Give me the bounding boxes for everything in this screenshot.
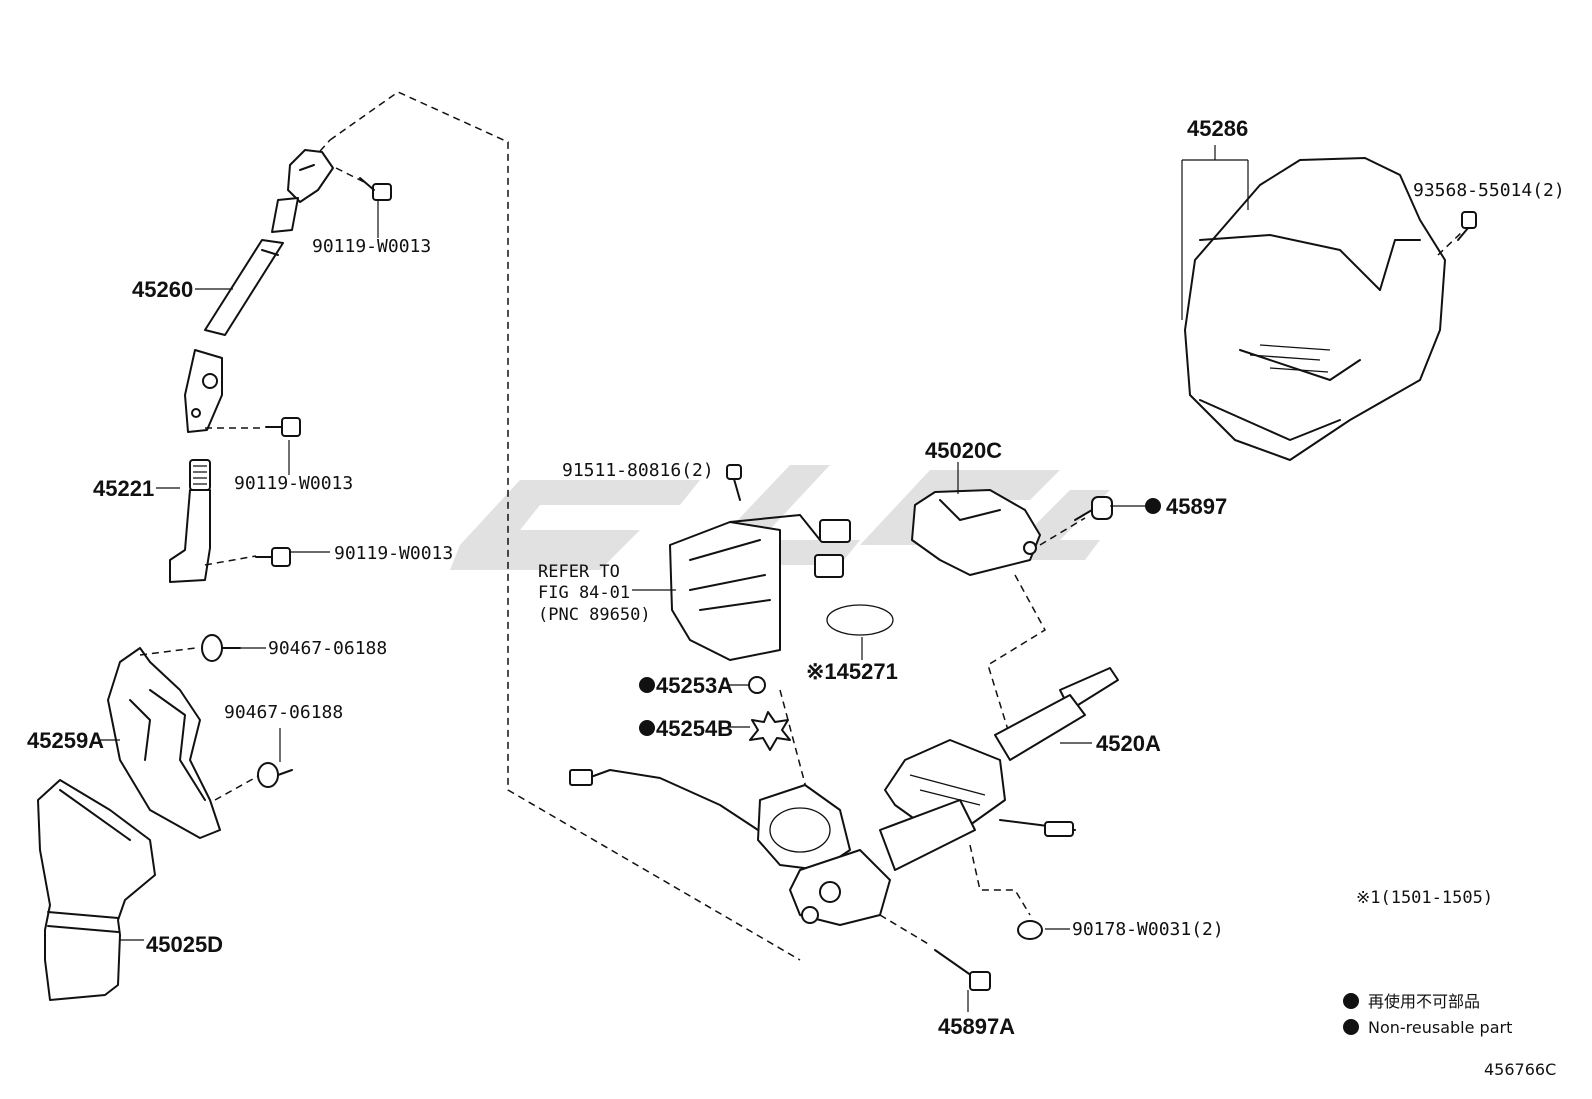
part-label-45259A: 45259A (27, 728, 104, 753)
clip-icon (257, 762, 293, 788)
steering-column (569, 667, 1119, 926)
fastener-label: 91511-80816(2) (562, 460, 714, 481)
leader-lines (100, 200, 1148, 1012)
part-label-45271: ※145271 (806, 659, 898, 684)
refer-note-line2: FIG 84-01 (538, 583, 630, 603)
screw-icon (726, 464, 742, 501)
column-cover (107, 647, 221, 839)
intermediate-shaft (184, 149, 334, 433)
part-label-45897: 45897 (1166, 494, 1227, 519)
legend-en: Non-reusable part (1368, 1018, 1512, 1037)
bolt-icon (265, 417, 301, 437)
part-label-45221: 45221 (93, 476, 154, 501)
refer-note-line1: REFER TO (538, 562, 620, 582)
gear-icon (748, 676, 766, 694)
part-label-45253A: 45253A (656, 673, 733, 698)
steering-angle-sensor (911, 489, 1041, 576)
non-reusable-marker (639, 720, 655, 736)
part-label-45897A: 45897A (938, 1014, 1015, 1039)
legend-jp: 再使用不可部品 (1368, 992, 1480, 1011)
fastener-label: 90119-W0013 (234, 473, 353, 494)
fastener-label: 93568-55014(2) (1413, 180, 1565, 201)
fastener-label: 90467-06188 (268, 638, 387, 659)
part-label-45260: 45260 (132, 277, 193, 302)
ring-clip (826, 604, 894, 636)
legend-marker (1343, 1019, 1359, 1035)
part-label-45025D: 45025D (146, 932, 223, 957)
fastener-label: 90119-W0013 (312, 236, 431, 257)
screw-icon (1457, 211, 1477, 241)
spiral-cable (669, 514, 851, 661)
bolt-icon (255, 547, 291, 567)
fastener-label: 90178-W0031(2) (1072, 919, 1224, 940)
steering-boot (37, 779, 156, 1001)
refer-note-line3: (PNC 89650) (538, 605, 651, 625)
nut-icon (1017, 920, 1043, 940)
part-label-45254B: 45254B (656, 716, 733, 741)
non-reusable-marker (1145, 498, 1161, 514)
screw-icon (1074, 496, 1113, 521)
footnote: ※1(1501-1505) (1356, 888, 1493, 908)
bolt-icon (359, 177, 392, 201)
part-label-45020C: 45020C (925, 438, 1002, 463)
fastener-label: 90467-06188 (224, 702, 343, 723)
non-reusable-marker (639, 677, 655, 693)
part-label-4520A: 4520A (1096, 731, 1161, 756)
fastener-label: 90119-W0013 (334, 543, 453, 564)
diagram-code: 456766C (1484, 1060, 1556, 1079)
clip-icon (201, 634, 241, 662)
steering-shaft-lower (169, 459, 211, 583)
legend-marker (1343, 993, 1359, 1009)
gear-icon (749, 711, 791, 751)
part-label-45286: 45286 (1187, 116, 1248, 141)
bolt-icon (934, 949, 991, 991)
upper-column-cover (1184, 157, 1446, 461)
